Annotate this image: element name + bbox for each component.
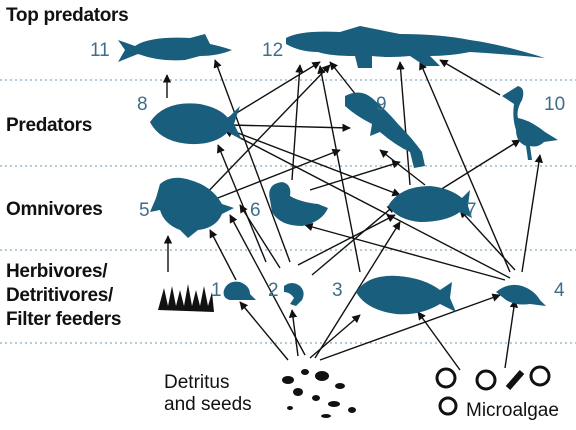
level-label-line: Omnivores	[6, 198, 103, 222]
organism-number: 12	[262, 40, 283, 61]
catfish-icon	[118, 34, 232, 62]
microalgae-label: Microalgae	[466, 400, 559, 422]
organism-number: 8	[137, 94, 148, 115]
detritus-label: Detritus and seeds	[164, 372, 252, 416]
organism-number: 3	[332, 280, 343, 301]
organism-number: 11	[90, 40, 110, 61]
organism-number: 9	[376, 94, 387, 115]
organism-number: 4	[554, 280, 565, 301]
detritus-particles-icon	[282, 369, 356, 418]
caiman-icon	[286, 26, 545, 68]
level-label-line: Predators	[6, 114, 92, 138]
crayfish-icon	[496, 285, 546, 306]
detritus-label-line: Detritus	[164, 372, 252, 394]
organism-number: 2	[268, 280, 279, 301]
turtle-icon	[150, 178, 234, 238]
level-label-line: Top predators	[6, 4, 128, 28]
arrow	[505, 300, 515, 368]
duck-icon	[269, 182, 328, 226]
arrow	[230, 130, 400, 195]
level-label-line: Filter feeders	[6, 308, 121, 332]
organism-number: 6	[250, 200, 261, 221]
fish-icon	[388, 186, 472, 222]
organisms	[118, 26, 558, 314]
organism-number: 10	[544, 94, 565, 115]
level-label-line: Detritivores/	[6, 284, 121, 308]
arrow	[215, 60, 290, 262]
arrow	[310, 315, 360, 358]
level-label-omnivores: Omnivores	[6, 198, 103, 222]
arrow	[440, 60, 500, 95]
level-label-top-predators: Top predators	[6, 4, 128, 28]
organism-number: 7	[466, 200, 477, 221]
organism-number: 5	[139, 200, 150, 221]
arrow	[305, 225, 505, 280]
arrow	[210, 230, 236, 280]
arrow	[292, 65, 300, 180]
arrow	[418, 312, 460, 370]
level-label-predators: Predators	[6, 114, 92, 138]
organism-number: 1	[211, 280, 222, 301]
level-label-herbivores: Herbivores/ Detritivores/ Filter feeders	[6, 260, 121, 332]
detritus-label-line: and seeds	[164, 394, 252, 416]
arrow	[440, 140, 520, 190]
arrow	[522, 155, 540, 272]
piranha-icon	[150, 103, 242, 144]
mussel-cluster-icon	[158, 284, 214, 312]
snail-icon	[224, 282, 256, 300]
shrimp-icon	[284, 283, 304, 306]
fish-icon	[356, 276, 456, 314]
level-label-line: Herbivores/	[6, 260, 121, 284]
